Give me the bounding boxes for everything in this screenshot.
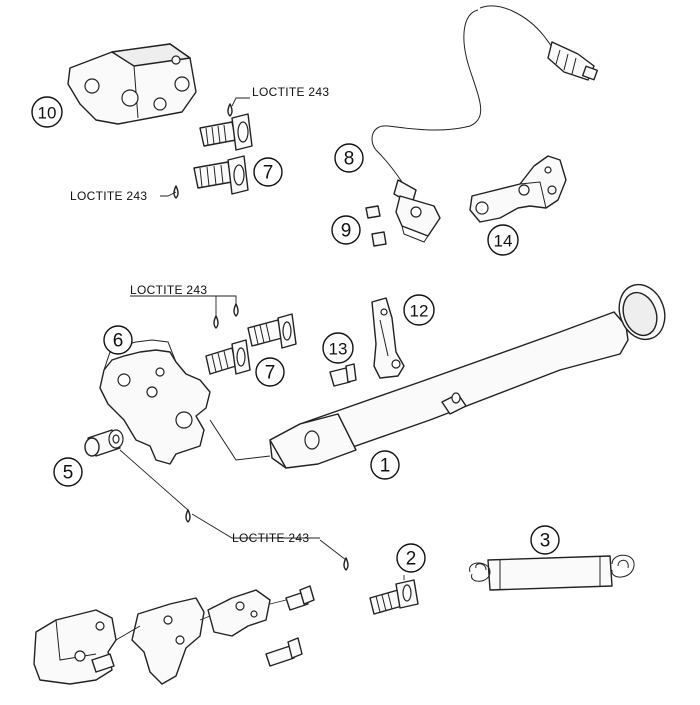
part-7-screws-top: [193, 113, 253, 195]
callout-14: 14: [487, 224, 519, 256]
callout-7-middle: 7: [255, 357, 285, 387]
callout-3-number: 3: [540, 531, 551, 552]
part-9-small-screws: [365, 205, 387, 247]
part-6-bracket-plate: [99, 339, 211, 465]
part-1-side-stand: [209, 283, 666, 469]
callout-3: 3: [530, 525, 560, 555]
callout-9: 9: [331, 215, 361, 245]
callout-7-top-number: 7: [263, 163, 274, 184]
assembly-view: [33, 585, 315, 685]
callout-8: 8: [334, 143, 364, 173]
part-14-plate: [469, 155, 567, 223]
callout-8-number: 8: [344, 149, 355, 170]
loctite-drops-middle: [185, 509, 349, 571]
callout-5: 5: [53, 457, 83, 487]
callout-1: 1: [370, 450, 400, 480]
callout-2: 2: [396, 543, 426, 573]
callout-13-number: 13: [329, 340, 348, 359]
callout-2-number: 2: [406, 549, 417, 570]
callout-1-number: 1: [380, 456, 391, 477]
callout-14-number: 14: [494, 232, 513, 251]
callout-12: 12: [403, 294, 435, 326]
loctite-label-4: LOCTITE 243: [232, 531, 309, 545]
callout-5-number: 5: [63, 463, 74, 484]
leader-lines: [119, 97, 405, 580]
callout-9-number: 9: [341, 221, 352, 242]
callout-12-number: 12: [410, 302, 429, 321]
part-13-screw: [329, 363, 357, 387]
part-12-bracket: [371, 297, 405, 379]
part-3-spring: [469, 554, 635, 591]
callout-6-number: 6: [113, 331, 124, 352]
part-10-bracket: [67, 43, 197, 125]
part-2-screw: [369, 579, 419, 615]
part-5-bushing: [84, 429, 124, 457]
callout-7-middle-number: 7: [265, 363, 276, 384]
loctite-label-3: LOCTITE 243: [130, 283, 207, 297]
loctite-label-2: LOCTITE 243: [70, 189, 147, 203]
loctite-label-1: LOCTITE 243: [252, 85, 329, 99]
callout-10: 10: [31, 96, 63, 128]
callout-13: 13: [322, 332, 354, 364]
callout-10-number: 10: [38, 104, 57, 123]
loctite-drops-top: [173, 103, 233, 199]
callout-6: 6: [103, 325, 133, 355]
callout-7-top: 7: [253, 157, 283, 187]
part-7-screws-middle: [205, 303, 297, 375]
part-8-cable-switch: [371, 5, 599, 243]
